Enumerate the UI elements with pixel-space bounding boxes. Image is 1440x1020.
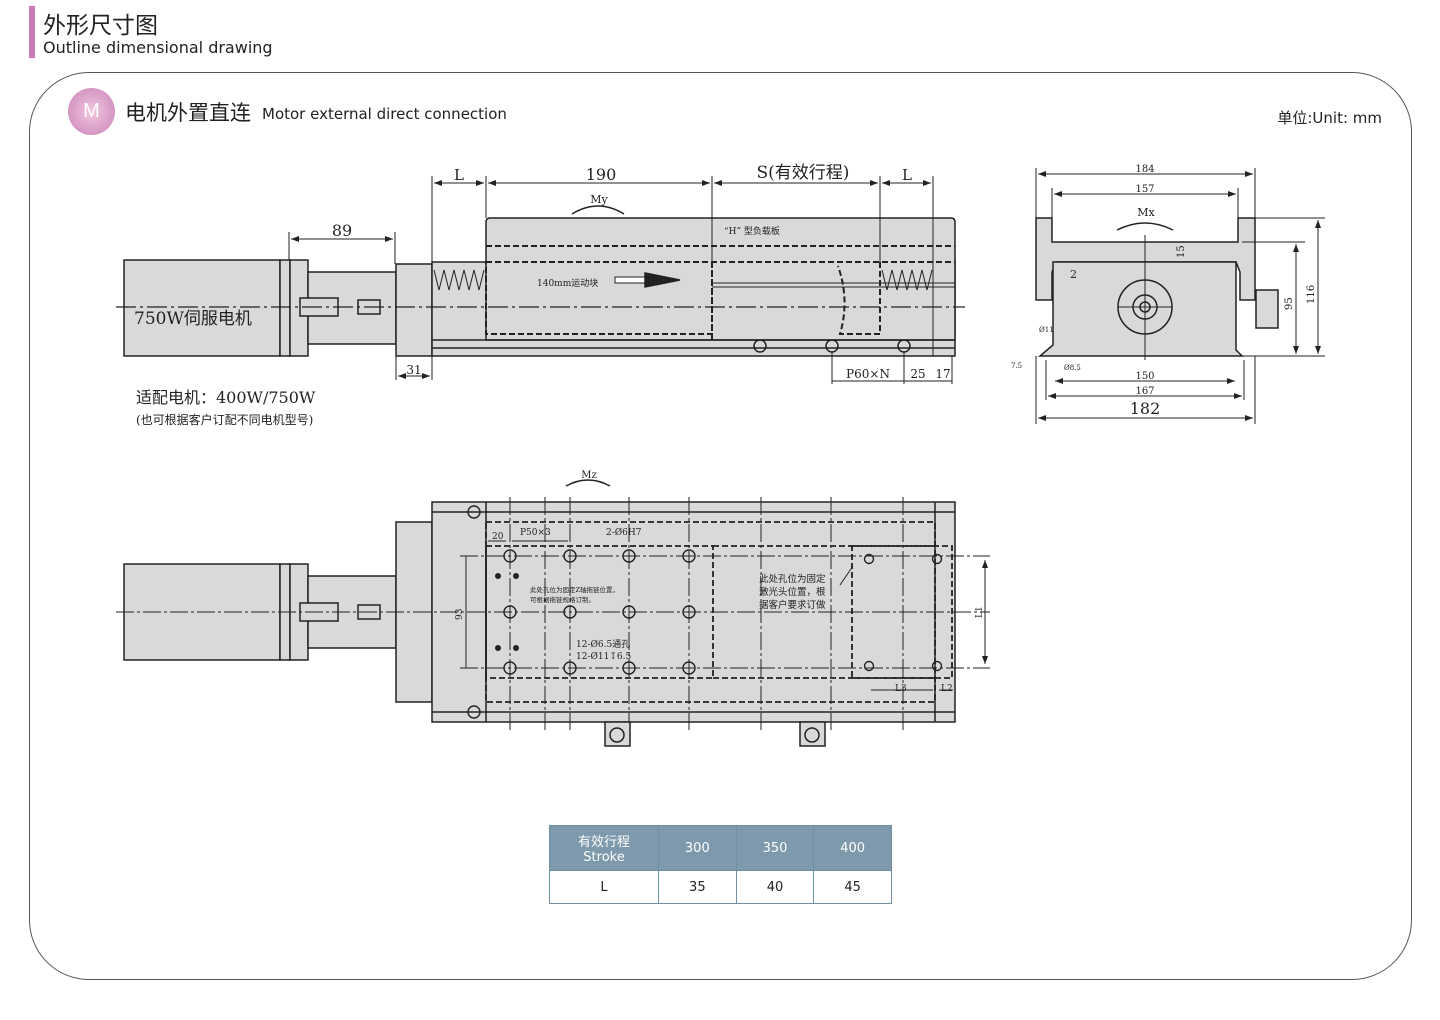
dim-89: 89 — [332, 221, 352, 240]
top-view — [116, 479, 990, 747]
moment-mz: Mz — [581, 470, 597, 481]
unit-label: 单位:Unit: mm — [1277, 109, 1382, 127]
top-view-labels: Mz 20 P50×3 2-Ø6H7 93 此处孔位为固定Z轴拖链位置， 可根据… — [455, 470, 985, 694]
motor-label: 750W伺服电机 — [134, 309, 252, 329]
plate-label: “H” 型负载板 — [724, 225, 780, 237]
dim-L-left: L — [454, 166, 464, 184]
motor-note-sub: (也可根据客户订配不同电机型号) — [136, 412, 313, 427]
moment-mx: Mx — [1137, 206, 1155, 219]
side-view-labels: L 190 S(有效行程) L 89 My “H” 型负载板 140mm运动块 … — [134, 163, 951, 427]
block-label: 140mm运动块 — [537, 277, 598, 289]
dim-d8-5: Ø8.5 — [1064, 364, 1081, 372]
dim-17: 17 — [935, 367, 950, 381]
drag-chain-note: 此处孔位为固定Z轴拖链位置， — [530, 585, 619, 594]
value-40: 40 — [735, 870, 815, 904]
page-title: 外形尺寸图 — [43, 13, 158, 39]
side-view-dimensions — [288, 176, 953, 384]
dim-L2: L2 — [941, 684, 953, 694]
dim-d11: Ø11 — [1039, 326, 1054, 334]
dim-L3: L3 — [895, 684, 907, 694]
motor-note: 适配电机：400W/750W — [136, 388, 316, 407]
stroke-400: 400 — [813, 825, 892, 871]
dim-167: 167 — [1135, 386, 1154, 397]
stroke-350: 350 — [735, 825, 815, 871]
stroke-300: 300 — [658, 825, 737, 871]
dim-p50: P50×3 — [520, 528, 551, 538]
drawing-frame — [29, 72, 1412, 980]
dim-116: 116 — [1306, 285, 1317, 304]
dim-15: 15 — [1176, 245, 1187, 258]
dim-150: 150 — [1135, 371, 1154, 382]
laser-note-3: 据客户要求订做 — [759, 599, 826, 611]
row-label: L — [549, 870, 659, 904]
value-35: 35 — [658, 870, 737, 904]
section-badge: M — [68, 88, 115, 135]
stroke-header-cn: 有效行程 — [577, 835, 630, 850]
dim-157: 157 — [1135, 184, 1154, 195]
dim-p60: P60×N — [846, 367, 890, 381]
dim-L-right: L — [902, 166, 912, 184]
laser-note-2: 激光头位置，根 — [759, 586, 826, 598]
dim-182: 182 — [1130, 399, 1161, 418]
dim-184: 184 — [1135, 164, 1154, 175]
dim-L1: L1 — [975, 606, 985, 618]
stroke-header-en: Stroke — [583, 850, 625, 865]
mounting-holes — [467, 505, 943, 719]
end-view-dimensions — [1035, 168, 1325, 424]
section-title-en: Motor external direct connection — [262, 105, 507, 123]
dim-95: 95 — [1284, 297, 1295, 310]
side-view — [116, 205, 965, 357]
dim-stroke: S(有效行程) — [757, 163, 850, 183]
end-view-labels: 184 157 Mx 15 2 95 116 Ø11 7.5 Ø8.5 150 … — [1011, 164, 1317, 418]
end-view — [1035, 217, 1279, 360]
moment-my: My — [590, 193, 608, 206]
counterbore-label: 12-Ø11↧6.5 — [576, 651, 631, 662]
dim-31: 31 — [406, 363, 421, 377]
top-view-dimensions — [465, 540, 988, 691]
drag-chain-note-2: 可根据拖链规格订制。 — [530, 595, 595, 604]
title-accent-bar — [29, 6, 35, 58]
page-subtitle: Outline dimensional drawing — [43, 38, 273, 57]
section-title: 电机外置直连 — [125, 101, 251, 125]
dim-93: 93 — [455, 608, 465, 620]
dim-7-5: 7.5 — [1011, 362, 1022, 370]
table-row: L 35 40 45 — [549, 870, 892, 904]
dim-pin-holes: 2-Ø6H7 — [606, 527, 642, 538]
value-45: 45 — [813, 870, 892, 904]
through-holes-label: 12-Ø6.5通孔 — [576, 639, 630, 650]
dim-190: 190 — [586, 165, 617, 184]
laser-note-1: 此处孔位为固定 — [759, 573, 826, 585]
dim-25: 25 — [910, 367, 925, 381]
dim-2: 2 — [1070, 268, 1077, 281]
dim-20: 20 — [492, 532, 504, 542]
